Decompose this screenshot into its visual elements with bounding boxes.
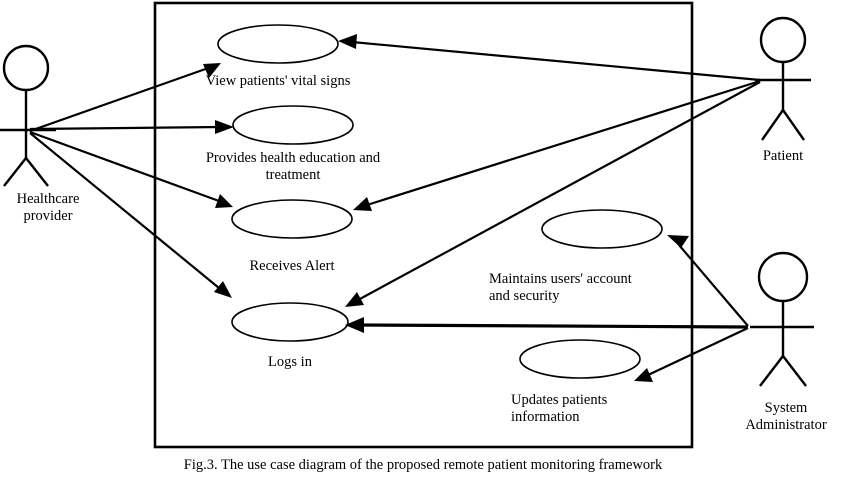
use-case-label-provides-health-education-and-treatment: Provides health education and treatment: [205, 150, 381, 183]
association-hp-to-provides-health-education-and-treatment: [29, 120, 234, 134]
use-case-ellipse-receives-alert[interactable]: [231, 199, 353, 239]
figure-caption: Fig.3. The use case diagram of the propo…: [183, 457, 663, 473]
actor-label-patient: Patient: [762, 148, 804, 164]
use-case-label-view-patients-vital-signs: View patients' vital signs: [205, 73, 351, 89]
actor-label-healthcare-provider: Healthcare provider: [16, 191, 80, 224]
use-case-label-receives-alert: Receives Alert: [249, 258, 335, 274]
use-case-ellipse-logs-in[interactable]: [231, 302, 349, 342]
use-case-label-maintains-users-account-and-security: Maintains users' account and security: [489, 271, 632, 304]
association-patient-to-view-patients-vital-signs: [338, 34, 761, 82]
use-case-ellipse-provides-health-education-and-treatment[interactable]: [232, 105, 354, 145]
actor-figure-system-administrator[interactable]: [750, 251, 814, 387]
association-patient-to-receives-alert: [353, 79, 761, 211]
association-admin-to-updates-patients-information: [634, 327, 749, 382]
association-admin-to-maintains-users-account-and-security: [667, 235, 749, 327]
actor-figure-healthcare-provider[interactable]: [0, 44, 56, 187]
use-case-ellipse-maintains-users-account-and-security[interactable]: [541, 209, 663, 249]
association-admin-to-logs-in: [345, 317, 749, 333]
actor-label-system-administrator: System Administrator: [745, 400, 827, 433]
use-case-ellipse-view-patients-vital-signs[interactable]: [217, 24, 339, 64]
association-hp-to-receives-alert: [29, 130, 233, 208]
association-patient-to-logs-in: [345, 81, 761, 307]
actor-figure-patient[interactable]: [755, 16, 811, 141]
system-boundary-box: [153, 1, 694, 449]
association-hp-to-logs-in: [29, 132, 232, 298]
use-case-label-logs-in: Logs in: [268, 354, 312, 370]
use-case-label-updates-patients-information: Updates patients information: [511, 392, 608, 425]
association-hp-to-view-patients-vital-signs: [29, 63, 221, 133]
use-case-ellipse-updates-patients-information[interactable]: [519, 339, 641, 379]
